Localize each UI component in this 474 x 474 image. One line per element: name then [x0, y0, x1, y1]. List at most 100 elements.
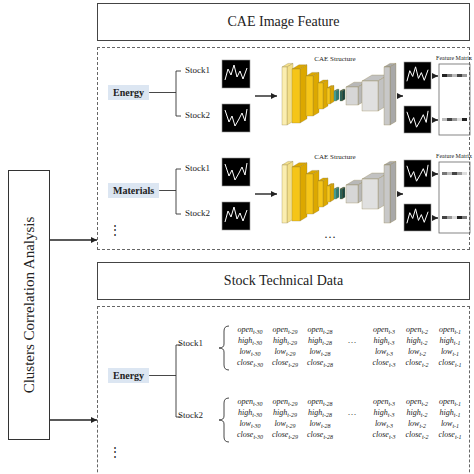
label-text: Stock2 — [185, 209, 210, 219]
matrix-cell — [457, 74, 462, 77]
price-field: close — [307, 430, 323, 439]
table-cell: closet-3 — [372, 359, 395, 368]
table-cell: hight-3 — [374, 337, 395, 346]
time-subscript: t-28 — [321, 351, 331, 357]
label-text: Feature Matrix — [436, 55, 472, 62]
price-field: close — [237, 430, 253, 439]
time-subscript: t-30 — [253, 362, 263, 368]
cae-layer — [384, 161, 396, 223]
table-cell: opent-2 — [406, 326, 428, 335]
price-field: high — [407, 336, 421, 345]
flow-arrow — [432, 173, 438, 174]
price-field: open — [272, 325, 288, 334]
price-field: low — [441, 419, 453, 428]
time-subscript: t-30 — [252, 412, 262, 418]
chart-image — [404, 106, 431, 133]
price-field: high — [273, 336, 287, 345]
table-cell: opent-28 — [307, 398, 332, 407]
cae-layer — [282, 161, 293, 223]
label: Stock2 — [185, 110, 210, 120]
price-field: high — [440, 336, 454, 345]
price-field: low — [408, 347, 420, 356]
time-subscript: t-2 — [421, 412, 428, 418]
price-field: high — [238, 408, 252, 417]
label: Stock1 — [185, 65, 210, 75]
vertical-title: Clusters Correlation Analysis — [21, 217, 38, 394]
time-subscript: t-2 — [421, 340, 428, 346]
price-curve — [407, 165, 428, 181]
chart-image — [404, 160, 431, 187]
panel-header: Stock Technical Data — [97, 262, 470, 300]
label: Stock2 — [185, 208, 210, 218]
price-field: open — [373, 397, 389, 406]
time-subscript: t-28 — [322, 412, 332, 418]
time-subscript: t-1 — [452, 351, 459, 357]
price-field: low — [274, 347, 286, 356]
flow-arrow — [255, 95, 277, 96]
matrix-cell — [447, 118, 452, 121]
table-cell: hight-1 — [440, 337, 461, 346]
price-curve — [407, 67, 428, 81]
group-bracket — [149, 345, 181, 417]
price-field: low — [441, 347, 453, 356]
cae-layer — [327, 86, 334, 104]
label-text: Stock1 — [185, 164, 210, 174]
label-text: CAE Structure — [314, 56, 355, 64]
dashed-region — [97, 47, 470, 250]
matrix-cell — [462, 118, 467, 121]
table-cell: opent-28 — [307, 326, 332, 335]
time-subscript: t-30 — [253, 401, 263, 407]
table-cell: hight-28 — [308, 409, 332, 418]
cae-layer — [306, 72, 319, 116]
table-cell: lowt-28 — [309, 420, 330, 429]
time-subscript: t-28 — [321, 423, 331, 429]
panel-header: CAE Image Feature — [97, 3, 470, 41]
time-subscript: t-30 — [251, 423, 261, 429]
price-curve — [225, 163, 247, 180]
matrix-cell — [457, 118, 462, 121]
table-cell: opent-30 — [237, 398, 262, 407]
table-cell: opent-3 — [373, 326, 395, 335]
time-subscript: t-3 — [386, 351, 393, 357]
panel-title: CAE Image Feature — [228, 14, 340, 30]
time-subscript: t-1 — [455, 434, 462, 440]
matrix-cell — [462, 216, 467, 219]
label: ··· — [348, 409, 357, 419]
matrix-cell — [447, 216, 452, 219]
cae-layer — [292, 65, 307, 123]
chart-image — [222, 202, 250, 230]
label-text: … — [324, 228, 336, 241]
price-field: close — [405, 358, 421, 367]
label-text: Stock1 — [178, 339, 203, 349]
table-cell: lowt-2 — [408, 420, 426, 429]
table-cell: lowt-1 — [441, 420, 459, 429]
time-subscript: t-2 — [421, 401, 428, 407]
table-cell: closet-2 — [405, 359, 428, 368]
label: Stock1 — [185, 163, 210, 173]
label-text: Stock1 — [185, 66, 210, 76]
price-field: high — [308, 408, 322, 417]
price-field: high — [308, 336, 322, 345]
matrix-cell — [442, 118, 447, 121]
feature-panel: CAE Image FeatureEnergyMaterials — [97, 3, 470, 250]
price-field: open — [307, 325, 323, 334]
table-cell: closet-1 — [438, 431, 461, 440]
cae-layer — [340, 89, 345, 101]
time-subscript: t-29 — [288, 401, 298, 407]
table-cell: lowt-3 — [375, 348, 393, 357]
label: Stock2 — [178, 410, 203, 420]
table-cell: opent-29 — [272, 398, 297, 407]
time-subscript: t-29 — [286, 423, 296, 429]
matrix-cell — [457, 216, 462, 219]
cae-layer — [318, 80, 328, 109]
price-field: high — [273, 408, 287, 417]
time-subscript: t-2 — [419, 351, 426, 357]
label: … — [324, 227, 336, 241]
label-text: Stock2 — [185, 111, 210, 121]
matrix-cell — [462, 74, 467, 77]
cae-layer — [334, 89, 339, 101]
flow-arrow — [432, 119, 438, 120]
flow-arrow — [397, 95, 403, 96]
table-cell: hight-29 — [273, 409, 297, 418]
cae-layer — [306, 170, 319, 214]
